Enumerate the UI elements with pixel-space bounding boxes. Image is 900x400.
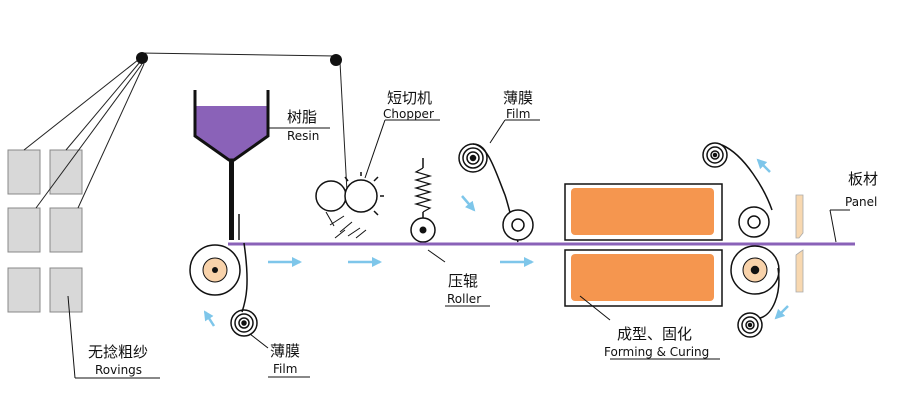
rovings-label-en: Rovings (95, 363, 142, 377)
chopper-roll-left (315, 180, 347, 212)
leader-lines (67, 119, 720, 379)
arrow-up-left (756, 158, 771, 173)
knife-top (795, 194, 804, 239)
roller-label-en: Roller (447, 292, 481, 306)
roving-box (49, 149, 83, 195)
film-bottom-label-en: Film (273, 362, 297, 376)
chopper-label-en: Chopper (383, 107, 434, 121)
resin-hopper (193, 90, 285, 240)
cutting-knives (795, 194, 804, 293)
guide-pulley-right (330, 54, 342, 66)
roving-box (49, 267, 83, 313)
chopper-roll-right (344, 179, 378, 213)
hopper-nozzle (229, 160, 234, 240)
chopper-label-zh: 短切机 (387, 89, 432, 107)
bottom-film-roll (230, 309, 269, 349)
roving-box (7, 207, 41, 253)
roller-label-zh: 压辊 (448, 272, 478, 290)
panel-label-zh: 板材 (848, 170, 878, 188)
film-bottom-label-zh: 薄膜 (270, 342, 300, 360)
forming-label-zh: 成型、固化 (617, 325, 692, 343)
oven-top-heater (571, 188, 714, 235)
arrow-down (461, 195, 476, 212)
oven-top-frame (564, 183, 723, 241)
right-top-film-roll (702, 142, 728, 168)
arrow-down-left (774, 305, 789, 320)
resin-fill (195, 106, 268, 160)
spring (413, 167, 433, 213)
resin-label-en: Resin (287, 129, 319, 143)
roving-fibers (23, 52, 348, 209)
flow-arrows (203, 158, 789, 327)
roving-box (7, 267, 41, 313)
arrow-up (203, 310, 216, 327)
roving-box (49, 207, 83, 253)
knife-bottom (795, 249, 804, 293)
rovings-boxes (7, 149, 83, 313)
guide-pulley-left (136, 52, 148, 64)
forming-label-en: Forming & Curing (604, 345, 709, 359)
bottom-left-roller (189, 242, 248, 313)
film-top-label-en: Film (506, 107, 530, 121)
chopper (315, 119, 386, 216)
roving-box (7, 149, 41, 195)
chopped-fibers (325, 211, 367, 239)
compression-roller (410, 158, 446, 263)
top-film-roll (458, 119, 534, 243)
oven-bottom-heater (571, 254, 714, 301)
oven-bottom-frame (564, 249, 723, 307)
film-top-label-zh: 薄膜 (503, 89, 533, 107)
right-roller-assembly (702, 142, 780, 338)
oven (564, 183, 723, 321)
rovings-label-zh: 无捻粗纱 (88, 343, 148, 361)
panel-label-en: Panel (845, 195, 877, 209)
right-bottom-film-roll (737, 312, 763, 338)
resin-label-zh: 树脂 (287, 108, 317, 126)
